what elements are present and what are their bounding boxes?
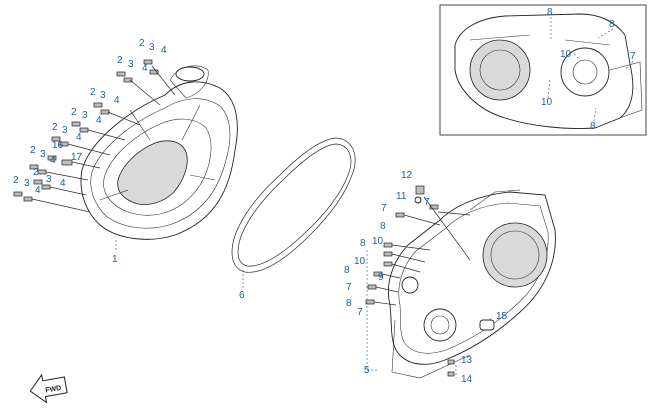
callout-7: 7: [424, 197, 430, 208]
cover-gasket: [231, 137, 356, 273]
callout-4: 4: [142, 63, 148, 74]
callout-2: 2: [30, 145, 36, 156]
callout-12: 12: [401, 170, 413, 181]
callout-4: 4: [60, 178, 66, 189]
callout-3: 3: [24, 178, 30, 189]
bolt-leader-lines: [31, 65, 176, 213]
callout-17: 17: [71, 152, 83, 163]
callout-3: 3: [46, 174, 52, 185]
callout-8: 8: [344, 265, 350, 276]
callout-11: 11: [396, 191, 407, 202]
callout-1: 1: [112, 254, 118, 265]
callout-16: 16: [52, 140, 64, 151]
forward-direction-arrow: FWD: [29, 373, 68, 404]
callout-3: 3: [62, 125, 68, 136]
callout-15: 15: [496, 311, 508, 322]
callout-8: 8: [380, 221, 386, 232]
callout-leaders: [115, 240, 493, 378]
callout-4: 4: [35, 185, 41, 196]
callout-2: 2: [52, 122, 58, 133]
callout-4: 4: [96, 115, 102, 126]
callout-4: 4: [50, 155, 56, 166]
inner-bolt-leaders: [373, 196, 471, 306]
callout-2: 2: [90, 87, 96, 98]
callout-2: 2: [33, 167, 39, 178]
callout-4: 4: [114, 95, 120, 106]
inset-view: [439, 4, 647, 136]
inset-callout-8: 8: [547, 7, 553, 18]
fwd-label: FWD: [45, 385, 62, 395]
callout-3: 3: [128, 59, 134, 70]
callout-9: 9: [378, 272, 384, 283]
callout-10: 10: [372, 236, 384, 247]
callout-3: 3: [82, 110, 88, 121]
callout-7: 7: [381, 203, 387, 214]
callout-14: 14: [461, 374, 473, 385]
callout-13: 13: [461, 355, 473, 366]
callout-3: 3: [100, 90, 106, 101]
callout-2: 2: [71, 107, 77, 118]
callout-8: 8: [346, 298, 352, 309]
callout-2: 2: [13, 175, 19, 186]
callout-2: 2: [117, 55, 123, 66]
callout-5: 5: [364, 365, 370, 376]
cover-bolts: [13, 59, 159, 202]
inset-callout-10: 10: [560, 49, 572, 60]
callout-6: 6: [239, 290, 245, 301]
callout-7: 7: [346, 282, 352, 293]
inner-cover-bolts: [365, 185, 455, 377]
callout-3: 3: [149, 42, 155, 53]
callout-3: 3: [40, 149, 46, 160]
inset-callout-8: 8: [590, 121, 596, 132]
inset-callout-8: 8: [609, 19, 615, 30]
callout-4: 4: [76, 132, 82, 143]
inset-callout-10: 10: [541, 97, 553, 108]
inset-leaders: [547, 17, 634, 122]
callout-10: 10: [354, 256, 366, 267]
callout-labels: 2 3 4 2 3 4 2 3 4 2 3 4 2 3 4 4 16 17 2 …: [13, 7, 636, 385]
inset-callout-7: 7: [630, 51, 636, 62]
callout-4: 4: [50, 155, 56, 166]
callout-8: 8: [360, 238, 366, 249]
callout-7: 7: [357, 307, 363, 318]
callout-4: 4: [161, 45, 167, 56]
callout-2: 2: [139, 38, 145, 49]
inner-clutch-cover: [387, 189, 556, 379]
